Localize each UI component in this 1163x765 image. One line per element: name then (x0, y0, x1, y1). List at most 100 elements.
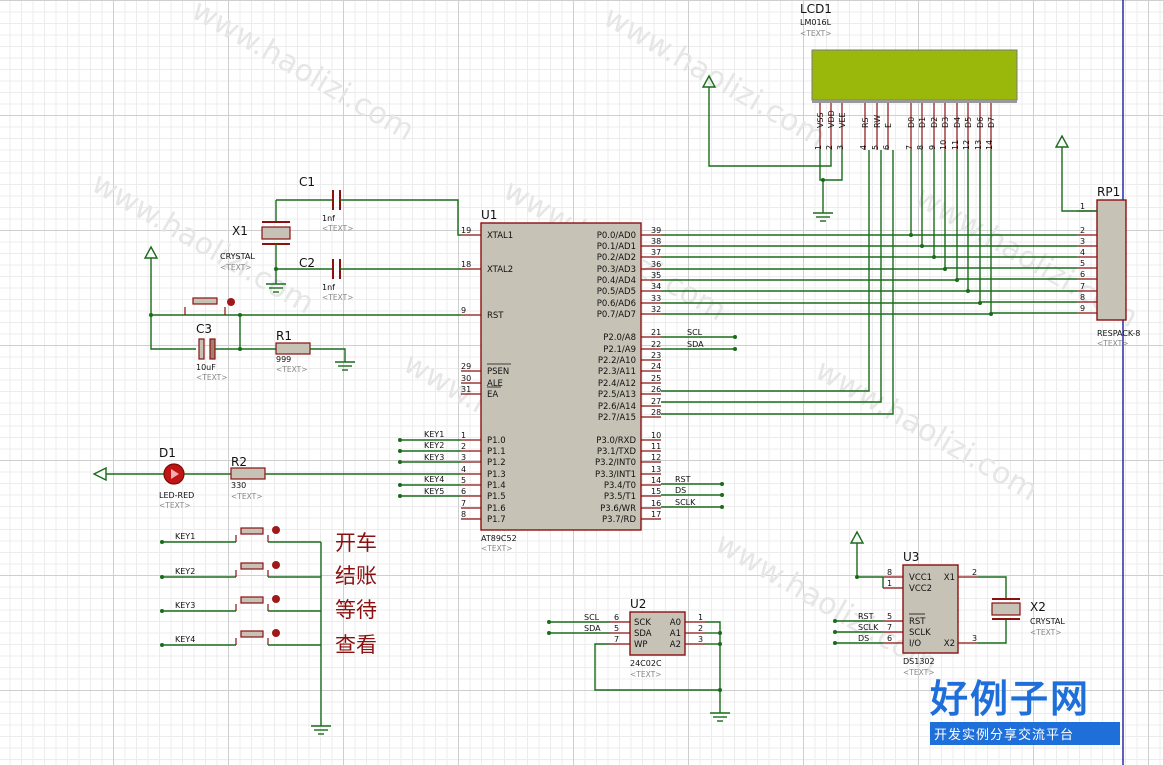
u3-pin-number: 3 (972, 634, 977, 643)
u1-pin-number: 35 (651, 271, 661, 280)
r1-ref: R1 (276, 329, 292, 343)
u1-pin-label: P0.6/AD6 (597, 299, 636, 309)
reset-circuit[interactable]: C3 10uF <TEXT> R1 999 <TEXT> (143, 245, 461, 382)
r1-text: <TEXT> (276, 365, 307, 374)
u1-pin-label: P2.4/A12 (598, 379, 636, 389)
u1-pin-number: 25 (651, 374, 661, 383)
u3-pin-number: 7 (887, 623, 892, 632)
d1-text: <TEXT> (159, 501, 190, 510)
key-button-cap (272, 561, 280, 569)
u1-pin-label: P1.6 (487, 504, 506, 514)
c2-component[interactable]: C2 1nf <TEXT> (276, 256, 461, 302)
u3-pin-number: 2 (972, 568, 977, 577)
junction-dot (989, 312, 993, 316)
lcd1-component[interactable]: LCD1 LM016L <TEXT> VSS1VDD2VEE3RS4RW5E6D… (800, 2, 1018, 150)
rp1-pin-number: 5 (1080, 259, 1085, 268)
rp1-pin-number: 4 (1080, 248, 1085, 257)
u1-body (480, 222, 642, 531)
u1-pin-label: PSEN (487, 367, 509, 377)
reset-button[interactable] (184, 297, 235, 315)
u1-pin-number: 26 (651, 385, 661, 394)
u1-pin-number: 11 (651, 442, 661, 451)
rp1-power-terminal (1054, 134, 1097, 212)
lcd-pin-label-vdd: VDD (827, 110, 836, 128)
key-button-cap (272, 629, 280, 637)
x1-component[interactable]: X1 CRYSTAL <TEXT> (220, 200, 291, 293)
u1-pin-label: P1.4 (487, 481, 506, 491)
key-button-body (240, 630, 264, 638)
u1-pin-number: 13 (651, 465, 661, 474)
u2-net-scl: SCL (584, 613, 600, 622)
led-circuit[interactable]: D1 LED-RED <TEXT> R2 330 <TEXT> (92, 446, 461, 510)
u1-ref: U1 (481, 208, 497, 222)
key-net-label: KEY1 (175, 532, 195, 541)
u1-component[interactable]: U1 AT89C52 <TEXT> 19XTAL118XTAL29RST29PS… (461, 208, 661, 553)
u1-pin-number: 30 (461, 374, 471, 383)
lcd-pin-number: 7 (905, 145, 914, 150)
key-button-body (240, 527, 264, 535)
p2-net-labels: SCL SDA (661, 328, 737, 351)
u3-ref: U3 (903, 550, 919, 564)
c1-component[interactable]: C1 1nf <TEXT> (276, 175, 461, 236)
d1-value: LED-RED (159, 491, 194, 500)
net-label-scl: SCL (687, 328, 703, 337)
u3-pin-number: 8 (887, 568, 892, 577)
u3-pin-label: X1 (944, 573, 955, 583)
rp1-text: <TEXT> (1097, 339, 1128, 348)
u1-pin-number: 7 (461, 499, 466, 508)
u1-pin-label: P2.5/A13 (598, 390, 636, 400)
u2-ref: U2 (630, 597, 646, 611)
u1-pin-number: 12 (651, 453, 661, 462)
site-logo[interactable]: 好例子网 开发实例分享交流平台 (930, 676, 1120, 745)
u1-pin-label: P3.0/RXD (596, 436, 636, 446)
r2-value: 330 (231, 481, 246, 490)
u3-value: DS1302 (903, 657, 935, 666)
p1-net-labels: KEY1 KEY2 KEY3 KEY4 KEY5 (398, 430, 461, 498)
r2-ref: R2 (231, 455, 247, 469)
u2-pin-label: A1 (670, 629, 681, 639)
u3-pin-number: 5 (887, 612, 892, 621)
u1-pin-number: 31 (461, 385, 471, 394)
rp1-pin-number: 3 (1080, 237, 1085, 246)
lcd-control-wires (661, 150, 894, 415)
x2-component[interactable]: X2 CRYSTAL <TEXT> (991, 598, 1065, 637)
lcd1-ref: LCD1 (800, 2, 832, 16)
u1-pin-label: ALE (487, 379, 503, 389)
lcd-pin-label-d4: D4 (953, 117, 962, 128)
u1-pin-label: P1.2 (487, 458, 506, 468)
lcd-pin-number: 12 (962, 140, 971, 150)
c2-value: 1nf (322, 283, 335, 292)
u1-pin-number: 27 (651, 397, 661, 406)
u1-left-pins: 19XTAL118XTAL29RST29PSEN30ALE31EA1P1.02P… (461, 226, 513, 525)
key-button-cap (272, 595, 280, 603)
d1-ref: D1 (159, 446, 176, 460)
junction-dot (920, 244, 924, 248)
u1-pin-label: P2.1/A9 (603, 345, 636, 355)
net-label-sclk: SCLK (675, 498, 696, 507)
lcd-pin-label-d7: D7 (987, 117, 996, 128)
u3-net-ds: DS (858, 634, 869, 643)
x1-text: <TEXT> (220, 263, 251, 272)
junction-dot (943, 267, 947, 271)
u1-pin-number: 3 (461, 453, 466, 462)
x1-value: CRYSTAL (220, 252, 255, 261)
lcd-pin-number: 10 (939, 140, 948, 150)
u2-body (629, 611, 686, 656)
lcd-pin-number: 6 (882, 145, 891, 150)
u1-pin-number: 18 (461, 260, 471, 269)
net-label-rst: RST (675, 475, 691, 484)
x2-ref: X2 (1030, 600, 1046, 614)
u2-pin-number: 5 (614, 624, 619, 633)
rp1-body (1096, 199, 1127, 321)
u3-component[interactable]: U3 DS1302 <TEXT> 8VCC11VCC25RST7SCLK6I/O… (833, 530, 1007, 677)
u3-pin-label: VCC1 (909, 573, 932, 583)
u3-pin-label: SCLK (909, 628, 931, 638)
lcd1-frame (812, 100, 1017, 103)
net-label-key3: KEY3 (424, 453, 444, 462)
